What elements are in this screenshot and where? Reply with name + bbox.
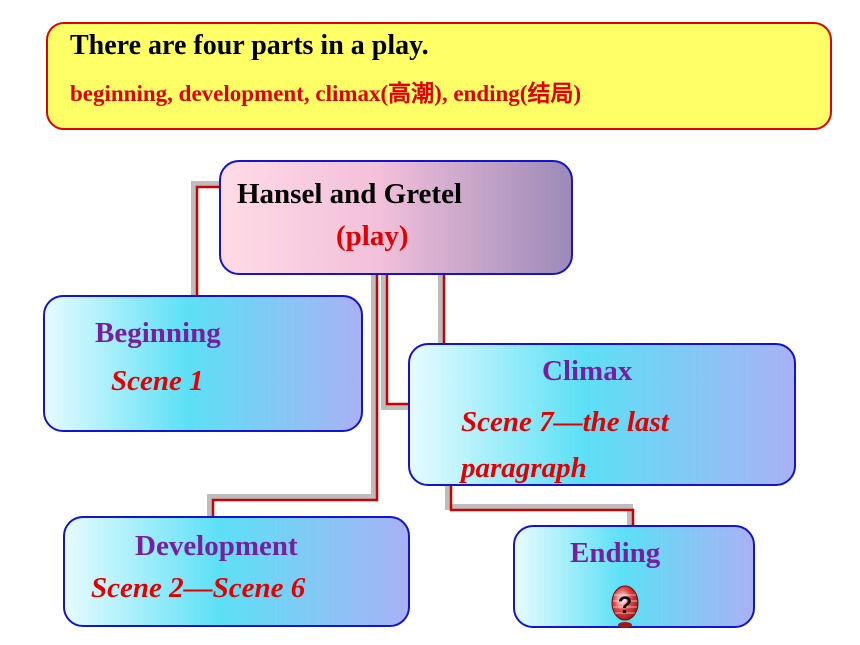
beginning-title: Beginning — [95, 317, 221, 349]
development-scene: Scene 2—Scene 6 — [91, 572, 306, 604]
connector-root-beginning — [191, 181, 223, 298]
connector-root-development — [207, 275, 379, 518]
question-mark-icon: ? — [611, 585, 639, 628]
connector-climax-ending — [445, 486, 635, 527]
development-node: Development Scene 2—Scene 6 — [63, 516, 410, 627]
play-root-node: Hansel and Gretel (play) — [219, 160, 573, 275]
climax-title: Climax — [542, 355, 633, 387]
banner-heading: There are four parts in a play. — [70, 30, 429, 61]
intro-banner: There are four parts in a play. beginnin… — [46, 22, 832, 130]
climax-scene: Scene 7—the last paragraph — [461, 406, 669, 484]
svg-text:?: ? — [618, 592, 633, 619]
banner-parts-list: beginning, development, climax(高潮), endi… — [70, 81, 582, 106]
ending-node: Ending ? — [513, 525, 755, 628]
beginning-node: Beginning Scene 1 — [43, 295, 363, 432]
ending-title: Ending — [570, 537, 661, 569]
play-tag: (play) — [336, 220, 409, 252]
connector-root-climax-left — [381, 275, 410, 410]
beginning-scene: Scene 1 — [111, 365, 204, 397]
development-title: Development — [135, 530, 298, 562]
connector-root-climax-top — [438, 275, 446, 345]
climax-node: Climax Scene 7—the last paragraph — [408, 343, 796, 486]
play-title: Hansel and Gretel — [237, 178, 463, 210]
